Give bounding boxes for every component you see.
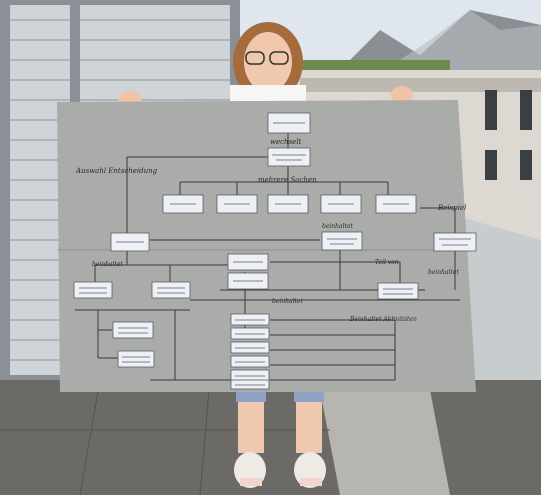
handwritten-label: wechselt bbox=[270, 138, 302, 146]
building-roofline bbox=[300, 78, 541, 92]
handwritten-label: mehrere Sachen bbox=[258, 176, 317, 184]
gravel bbox=[320, 390, 450, 495]
building-window bbox=[520, 150, 532, 180]
balcony-floor bbox=[0, 380, 541, 495]
diagram-cards bbox=[73, 112, 477, 390]
glasses-icon bbox=[245, 51, 265, 65]
handwritten-label: beinhaltet bbox=[428, 269, 459, 276]
building-window bbox=[485, 150, 497, 180]
diagram-card bbox=[377, 282, 419, 300]
diagram-card bbox=[433, 232, 477, 252]
handwritten-label: beinhaltet bbox=[92, 261, 123, 268]
handwritten-label: beinhaltet bbox=[272, 298, 303, 305]
diagram-card bbox=[267, 147, 311, 167]
building-window bbox=[520, 90, 532, 130]
building-window bbox=[485, 90, 497, 130]
diagram-card bbox=[321, 231, 363, 251]
diagram-card bbox=[151, 281, 191, 299]
diagram-card bbox=[112, 321, 154, 339]
floor-tiles bbox=[0, 379, 330, 495]
card-text-marks bbox=[79, 122, 471, 386]
handwritten-label: beinhaltet bbox=[322, 223, 353, 230]
handwritten-label: Beinhaltet Aktivitäten bbox=[349, 316, 417, 323]
diagram-card bbox=[117, 350, 155, 368]
handwritten-label: Teil von bbox=[375, 259, 399, 266]
poster: wechselt Auswahl Entscheidung mehrere Sa… bbox=[57, 100, 477, 392]
handwritten-label: Auswahl Entscheidung bbox=[75, 167, 158, 175]
diagram-card bbox=[73, 281, 113, 299]
handwritten-label: Beispiel bbox=[437, 204, 466, 212]
